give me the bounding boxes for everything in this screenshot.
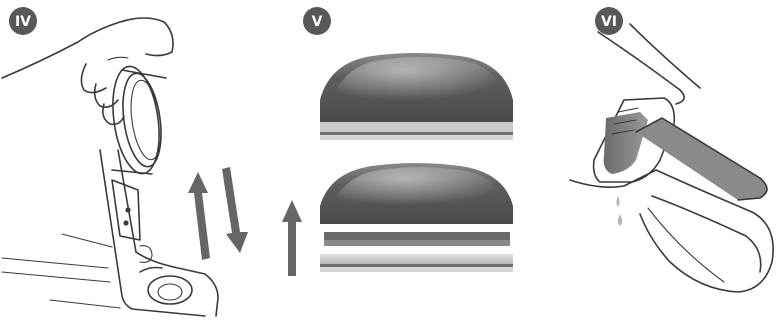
rinse-cup-icon — [570, 24, 773, 292]
hand-removing-cyclone-icon — [2, 18, 218, 316]
step-iv-badge: IV — [9, 7, 37, 35]
step-vi-group: VI — [570, 7, 773, 292]
step-v-group: V — [282, 7, 513, 276]
up-arrow-icon — [282, 200, 302, 276]
up-down-arrows-icon — [188, 167, 248, 260]
step-iv-label: IV — [15, 14, 31, 30]
step-iv-group: IV — [2, 7, 248, 316]
step-v-badge: V — [303, 7, 331, 35]
filter-separated-icon — [320, 163, 513, 272]
step-v-label: V — [312, 14, 323, 30]
filter-assembled-icon — [320, 53, 513, 140]
step-vi-badge: VI — [595, 7, 623, 35]
step-vi-label: VI — [601, 14, 617, 30]
